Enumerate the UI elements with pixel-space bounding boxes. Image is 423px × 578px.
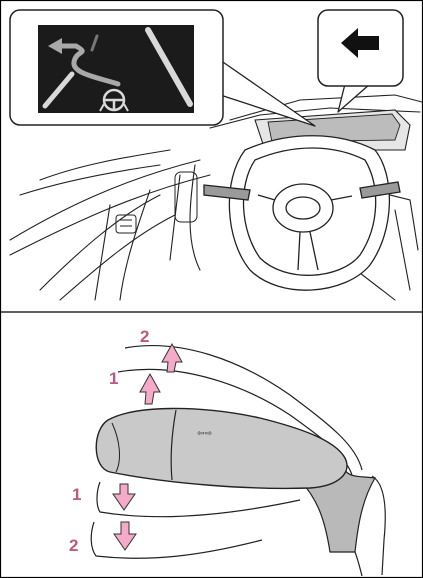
label-up-2: 2 bbox=[140, 327, 149, 346]
column-cover-edge bbox=[355, 552, 362, 576]
bottom-panel: ⇦⇨ 2 1 1 2 bbox=[69, 327, 385, 576]
column-cover bbox=[372, 476, 385, 575]
left-vents bbox=[116, 172, 197, 233]
label-down-1: 1 bbox=[72, 485, 81, 504]
label-down-2: 2 bbox=[69, 536, 78, 555]
down-arrow-1 bbox=[113, 484, 135, 510]
steering-wheel bbox=[204, 136, 400, 290]
top-panel bbox=[10, 10, 422, 300]
label-up-1: 1 bbox=[109, 369, 118, 388]
callout-direction-pointer bbox=[338, 84, 370, 112]
turn-signal-arrows-icon: ⇦⇨ bbox=[197, 429, 213, 439]
down-arrow-2 bbox=[114, 522, 136, 550]
up-arrow-1 bbox=[140, 374, 160, 404]
turn-signal-lever bbox=[96, 408, 347, 488]
